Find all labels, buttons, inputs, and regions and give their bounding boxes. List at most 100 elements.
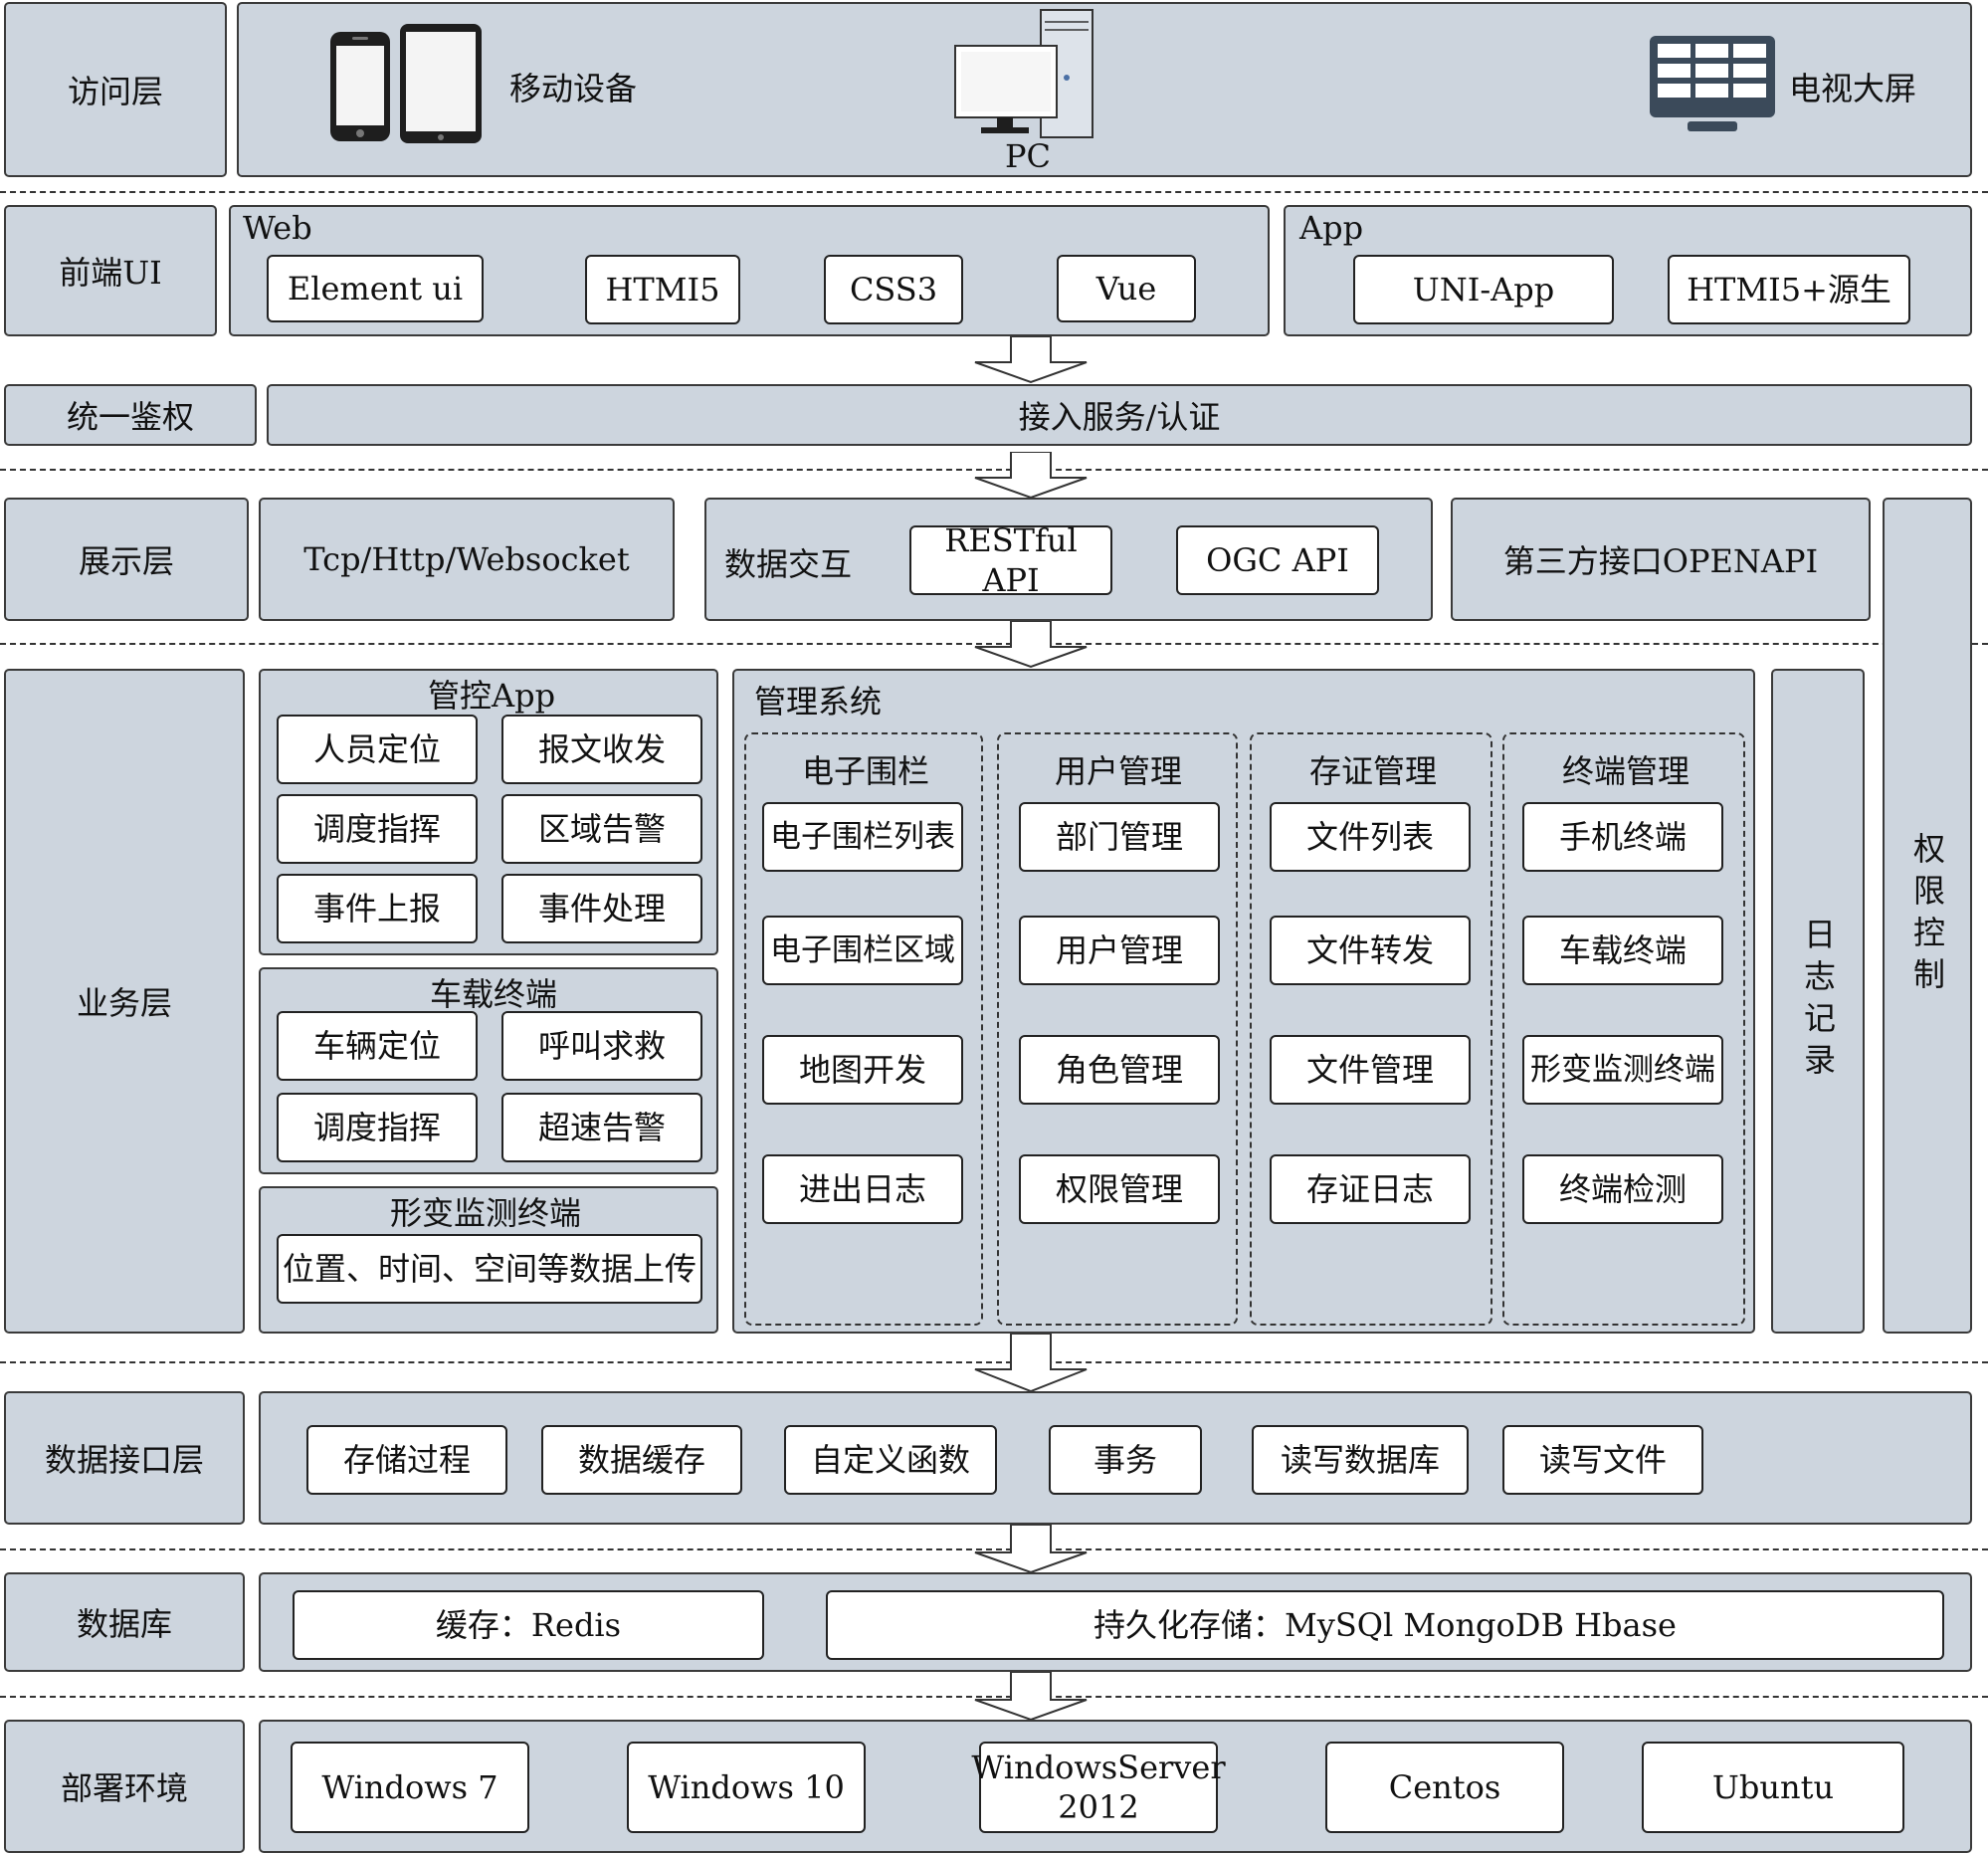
cache-redis-box: 缓存：Redis [293,1590,764,1660]
control-app-title: 管控App [428,677,556,715]
mgmt-item: 地图开发 [762,1035,963,1105]
app-tech-uni-app: UNI-App [1353,255,1614,324]
mgmt-item: 文件列表 [1270,802,1471,872]
flow-arrow [974,1525,1088,1574]
vehicle-terminal-item: 超速告警 [501,1093,702,1162]
data-exchange-panel: 数据交互 RESTful API OGC API [704,498,1433,621]
ogc-api-box: OGC API [1176,525,1379,595]
vehicle-terminal-item: 调度指挥 [277,1093,478,1162]
web-tech-element-ui: Element ui [267,255,484,322]
layer-label-database: 数据库 [4,1572,245,1672]
layer-label-text: 业务层 [76,984,172,1022]
protocol-text: Tcp/Http/Websocket [303,540,630,578]
data-interface-panel: 存储过程 数据缓存 自定义函数 事务 读写数据库 读写文件 [259,1391,1972,1525]
data-interface-item: 存储过程 [306,1425,507,1495]
data-interface-item: 数据缓存 [541,1425,742,1495]
third-party-api-text: 第三方接口OPENAPI [1502,542,1819,580]
mgmt-group-title: 存证管理 [1309,752,1438,790]
flow-arrow [974,621,1088,669]
separator [0,1548,1988,1550]
vehicle-terminal-item: 车辆定位 [277,1011,478,1081]
data-interface-item: 自定义函数 [784,1425,997,1495]
layer-label-text: 展示层 [78,542,174,580]
data-interface-item: 事务 [1049,1425,1202,1495]
mobile-devices-label: 移动设备 [509,70,638,107]
phone-icon [330,32,390,141]
management-system-panel: 管理系统 电子围栏 电子围栏列表 电子围栏区域 地图开发 进出日志 用户管理 部… [732,669,1755,1334]
layer-label-deploy: 部署环境 [4,1720,245,1853]
app-tech-html5-native: HTMI5+源生 [1668,255,1910,324]
database-panel: 缓存：Redis 持久化存储：MySQl MongoDB Hbase [259,1572,1972,1672]
separator [0,643,1988,645]
deploy-panel: Windows 7 Windows 10 WindowsServer 2012 … [259,1720,1972,1853]
tv-screen-icon [1650,36,1775,131]
layer-label-text: 部署环境 [60,1769,188,1807]
layer-label-text: 数据库 [76,1605,172,1643]
separator [0,1361,1988,1363]
web-tech-vue: Vue [1057,255,1196,322]
data-interface-item: 读写文件 [1502,1425,1703,1495]
control-app-item: 区域告警 [501,794,702,864]
layer-label-data-interface: 数据接口层 [4,1391,245,1525]
control-app-item: 调度指挥 [277,794,478,864]
access-service-auth: 接入服务/认证 [267,384,1972,446]
pc-label: PC [1005,137,1052,175]
separator [0,191,1988,193]
control-app-item: 报文收发 [501,715,702,784]
log-record-panel: 日志记录 [1771,669,1865,1334]
access-devices-panel: 移动设备 PC 电视大屏 [237,2,1972,177]
mgmt-group-title: 电子围栏 [802,752,930,790]
mgmt-item: 部门管理 [1019,802,1220,872]
mgmt-group-users: 用户管理 部门管理 用户管理 角色管理 权限管理 [997,732,1238,1326]
mgmt-item: 文件转发 [1270,916,1471,985]
app-title: App [1299,209,1364,247]
deformation-terminal-title: 形变监测终端 [390,1194,582,1232]
mgmt-group-terminals: 终端管理 手机终端 车载终端 形变监测终端 终端检测 [1502,732,1745,1326]
web-title: Web [243,209,312,247]
deploy-os-item: Centos [1325,1742,1564,1833]
flow-arrow [974,1334,1088,1393]
control-app-item: 事件处理 [501,874,702,943]
mgmt-group-evidence: 存证管理 文件列表 文件转发 文件管理 存证日志 [1250,732,1492,1326]
app-panel: App UNI-App HTMI5+源生 [1284,205,1972,336]
flow-arrow [974,452,1088,500]
vehicle-terminal-panel: 车载终端 车辆定位 呼叫求救 调度指挥 超速告警 [259,967,718,1174]
mgmt-item: 进出日志 [762,1154,963,1224]
deploy-os-item: Windows 10 [627,1742,866,1833]
flow-arrow [974,336,1088,384]
layer-label-text: 前端UI [59,254,162,292]
log-record-text: 日志记录 [1799,918,1837,1085]
mgmt-item: 手机终端 [1522,802,1723,872]
control-app-panel: 管控App 人员定位 报文收发 调度指挥 区域告警 事件上报 事件处理 [259,669,718,955]
deploy-os-item: WindowsServer 2012 [971,1742,1226,1833]
mgmt-group-geofence: 电子围栏 电子围栏列表 电子围栏区域 地图开发 进出日志 [744,732,983,1326]
mgmt-item: 终端检测 [1522,1154,1723,1224]
data-exchange-label: 数据交互 [724,545,853,583]
vehicle-terminal-title: 车载终端 [430,975,558,1013]
deploy-os-item: Ubuntu [1642,1742,1904,1833]
deformation-terminal-item: 位置、时间、空间等数据上传 [277,1234,702,1304]
control-app-item: 事件上报 [277,874,478,943]
web-tech-css3: CSS3 [824,255,963,324]
layer-label-business: 业务层 [4,669,245,1334]
layer-label-text: 统一鉴权 [66,398,194,436]
layer-label-text: 访问层 [67,73,163,110]
web-tech-html5: HTMI5 [585,255,740,324]
management-system-title: 管理系统 [754,683,883,721]
layer-label-frontend: 前端UI [4,205,217,336]
tv-screen-label: 电视大屏 [1789,70,1917,107]
restful-api-box: RESTful API [909,521,1112,599]
mgmt-item: 电子围栏列表 [762,802,963,872]
layer-label-text: 数据接口层 [44,1441,204,1479]
flow-arrow [974,1672,1088,1722]
layer-label-display: 展示层 [4,498,249,621]
permission-control-text: 权限控制 [1908,832,1946,999]
mgmt-group-title: 终端管理 [1562,752,1690,790]
mgmt-item: 角色管理 [1019,1035,1220,1105]
permission-control-panel: 权限控制 [1883,498,1972,1334]
mgmt-item: 存证日志 [1270,1154,1471,1224]
mgmt-item: 用户管理 [1019,916,1220,985]
mgmt-item: 文件管理 [1270,1035,1471,1105]
mgmt-item: 车载终端 [1522,916,1723,985]
